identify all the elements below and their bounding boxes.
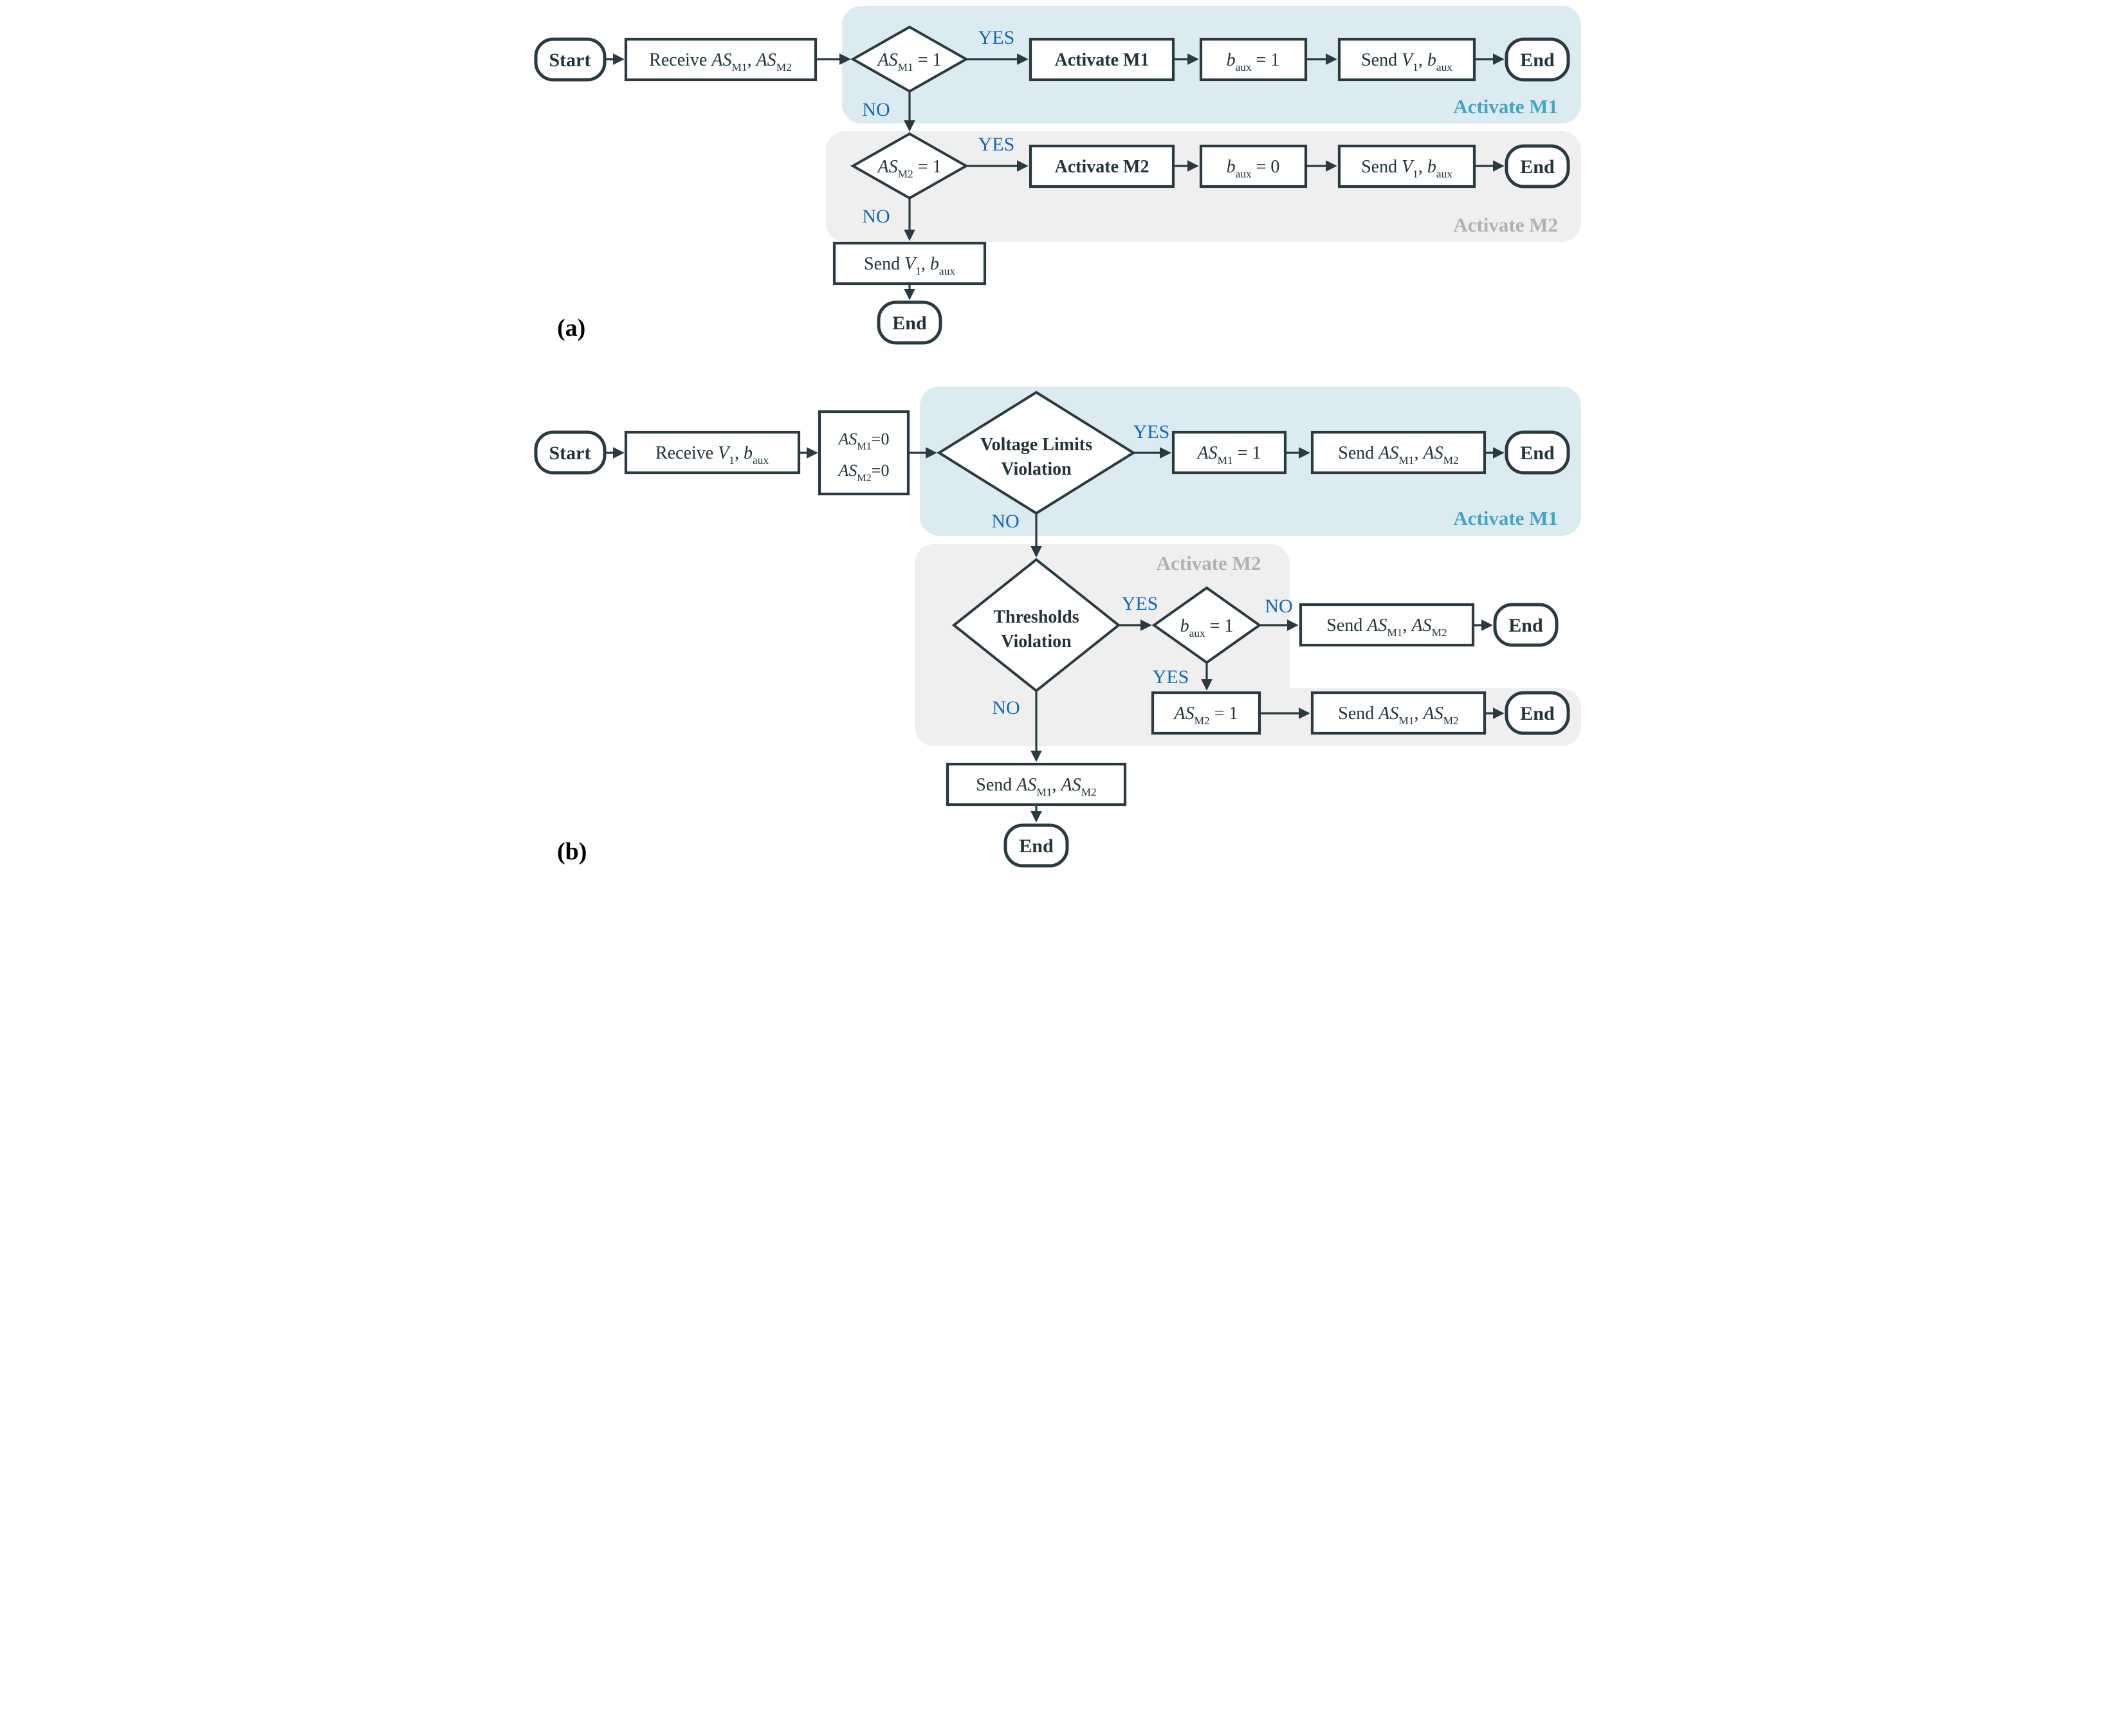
node-end-a1: End	[1505, 37, 1570, 82]
node-send-v1baux-a1: Send V1, baux	[1337, 37, 1476, 82]
node-receive-a: Receive ASM1, ASM2	[624, 37, 818, 82]
branch-no-decision1-a: NO	[862, 99, 890, 120]
send-v1baux-label-a2: Send V1, baux	[1361, 157, 1452, 180]
set-asm2-label-b: ASM2 = 1	[1173, 704, 1238, 727]
end-label-b3: End	[1520, 703, 1555, 724]
flowchart-figure: Activate M1 Activate M2 YES NO YES NO St…	[529, 0, 1586, 868]
node-end-a2: End	[1505, 144, 1570, 188]
receive-label-b: Receive V1, baux	[655, 443, 769, 466]
node-activate-m2-a: Activate M2	[1029, 144, 1175, 188]
node-send-as-b2: Send ASM1, ASM2	[1299, 603, 1475, 647]
node-baux-1-a: baux = 1	[1199, 37, 1308, 82]
node-send-as-b1: Send ASM1, ASM2	[1310, 430, 1487, 475]
send-as-label-b3: Send ASM1, ASM2	[1338, 704, 1458, 727]
start-label-b: Start	[549, 443, 591, 464]
node-start-b: Start	[534, 430, 607, 475]
node-end-a3: End	[877, 300, 942, 345]
branch-yes-decision2-a: YES	[978, 134, 1015, 155]
node-end-b4: End	[1003, 823, 1069, 868]
node-send-as-b4: Send ASM1, ASM2	[946, 762, 1127, 807]
node-decision-asm1: ASM1 = 1	[850, 25, 969, 93]
node-set-asm1-b: ASM1 = 1	[1171, 430, 1287, 475]
node-send-as-b3: Send ASM1, ASM2	[1310, 691, 1487, 735]
node-baux-0-a: baux = 0	[1199, 144, 1308, 188]
node-receive-b: Receive V1, baux	[624, 430, 801, 475]
receive-label-a: Receive ASM1, ASM2	[649, 50, 792, 73]
activate-m2-label-a: Activate M2	[1055, 157, 1149, 177]
branch-no-voltage-b: NO	[991, 511, 1019, 532]
decision-baux-label-b: baux = 1	[1180, 616, 1234, 639]
start-label-a: Start	[549, 50, 591, 71]
node-decision-voltage-b: Voltage Limits Violation	[937, 390, 1136, 515]
end-label-a3: End	[892, 313, 927, 334]
node-start-a: Start	[534, 37, 607, 82]
node-set-asm2-b: ASM2 = 1	[1151, 691, 1261, 735]
region-label-activate-m2-b: Activate M2	[1157, 552, 1261, 574]
init-line1-label-b: ASM1=0	[838, 430, 890, 452]
panel-b: Activate M1 Activate M2 YES NO YES NO NO…	[534, 387, 1581, 868]
branch-no-decision2-a: NO	[862, 206, 890, 227]
decision-asm1-label: ASM1 = 1	[876, 50, 941, 73]
voltage-line2-label: Violation	[1001, 459, 1072, 479]
decision-asm2-label: ASM2 = 1	[876, 157, 941, 180]
node-send-v1baux-a3: Send V1, baux	[832, 241, 987, 286]
thresholds-line1-label: Thresholds	[993, 607, 1079, 627]
baux-1-label-a: baux = 1	[1227, 50, 1280, 73]
flowchart-canvas: Activate M1 Activate M2 YES NO YES NO St…	[534, 6, 1581, 868]
set-asm1-label-b: ASM1 = 1	[1196, 443, 1261, 466]
end-label-b1: End	[1520, 443, 1555, 464]
node-decision-asm2: ASM2 = 1	[850, 132, 969, 200]
baux-0-label-a: baux = 0	[1227, 157, 1280, 180]
branch-no-baux-b: NO	[1265, 596, 1292, 617]
thresholds-line2-label: Violation	[1001, 632, 1072, 652]
panel-a-caption: (a)	[557, 315, 585, 342]
node-send-v1baux-a2: Send V1, baux	[1337, 144, 1476, 188]
region-label-activate-m1-a: Activate M1	[1453, 95, 1558, 118]
branch-yes-decision1-a: YES	[978, 27, 1015, 48]
end-label-a1: End	[1520, 50, 1555, 71]
panel-b-caption: (b)	[557, 838, 587, 865]
region-label-activate-m2-a: Activate M2	[1453, 214, 1558, 236]
end-label-a2: End	[1520, 156, 1555, 178]
node-decision-thresholds-b: Thresholds Violation	[951, 558, 1121, 693]
end-label-b4: End	[1019, 836, 1054, 857]
send-v1baux-label-a1: Send V1, baux	[1361, 50, 1452, 73]
node-init-as-b: ASM1=0 ASM2=0	[818, 410, 910, 496]
branch-yes-baux-b: YES	[1153, 666, 1189, 688]
branch-yes-thresholds-b: YES	[1122, 593, 1158, 614]
voltage-line1-label: Voltage Limits	[980, 435, 1092, 455]
branch-yes-voltage-b: YES	[1133, 421, 1170, 443]
region-label-activate-m1-b: Activate M1	[1453, 507, 1558, 529]
activate-m1-label-a: Activate M1	[1055, 50, 1149, 70]
panel-a: Activate M1 Activate M2 YES NO YES NO St…	[534, 6, 1581, 345]
node-end-b2: End	[1493, 603, 1559, 647]
send-as-label-b1: Send ASM1, ASM2	[1338, 443, 1458, 466]
node-end-b1: End	[1505, 430, 1570, 475]
send-v1baux-label-a3: Send V1, baux	[864, 254, 955, 277]
node-decision-baux-b: baux = 1	[1151, 586, 1262, 664]
node-end-b3: End	[1505, 691, 1570, 735]
send-as-label-b4: Send ASM1, ASM2	[976, 775, 1096, 798]
send-as-label-b2: Send ASM1, ASM2	[1326, 616, 1447, 639]
end-label-b2: End	[1508, 615, 1543, 636]
init-line2-label-b: ASM2=0	[838, 461, 890, 484]
branch-no-thresholds-b: NO	[992, 697, 1020, 718]
node-activate-m1-a: Activate M1	[1029, 37, 1175, 82]
